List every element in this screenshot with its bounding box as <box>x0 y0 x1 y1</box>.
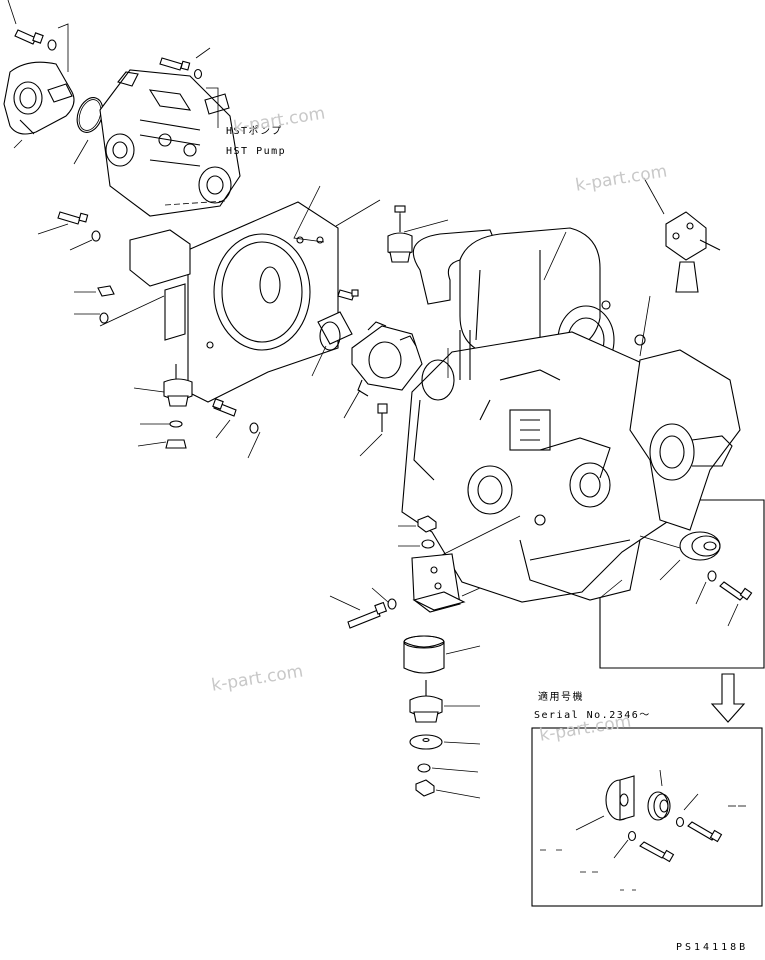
coupling-bolt-b <box>359 403 388 457</box>
pulley-hub-serial <box>605 775 635 821</box>
mount-nut-top <box>398 515 437 533</box>
washer-top-left <box>47 39 57 51</box>
housing-bolt <box>212 398 261 459</box>
bolt-top-left <box>14 29 44 45</box>
engine-assembly <box>394 205 741 603</box>
bolt-pump-top <box>159 57 203 80</box>
rubber-mount-stud <box>409 680 480 723</box>
mount-washer-bottom <box>417 763 479 773</box>
bracket-bolt <box>329 587 397 629</box>
mount-washer-top <box>398 539 435 549</box>
hst-pump-group <box>3 0 241 217</box>
engine-mount-upper <box>387 214 413 263</box>
hst-pump-body <box>99 69 241 217</box>
mount-nut-bottom <box>415 779 481 799</box>
pump-cover <box>3 61 75 135</box>
hst-pump-label-en: HST Pump <box>226 146 287 157</box>
pulley-detail-box <box>599 499 765 669</box>
down-arrow <box>710 673 746 723</box>
coupling-bolt-a <box>337 289 359 301</box>
rubber-mount-cylinder <box>403 635 481 674</box>
serial-label-en: Serial No.2346～ <box>534 710 651 721</box>
engine-mount-left <box>133 364 193 449</box>
pulley-current <box>679 531 721 561</box>
pump-support-bracket <box>99 229 191 341</box>
serial-detail-box <box>531 727 763 907</box>
pulley-serial <box>647 791 671 821</box>
coupling-spacer <box>311 311 353 377</box>
serial-label-jp: 適用号機 <box>538 692 584 703</box>
mount-plate <box>409 734 481 750</box>
engine-bracket <box>411 553 481 613</box>
drawing-number: PS14118B <box>676 942 749 953</box>
flywheel-housing <box>187 185 381 403</box>
hst-pump-label-jp: HSTポンプ <box>226 126 283 137</box>
fuel-cut-solenoid <box>639 177 721 357</box>
left-fasteners <box>37 211 115 324</box>
coupling-flexible <box>343 321 423 419</box>
